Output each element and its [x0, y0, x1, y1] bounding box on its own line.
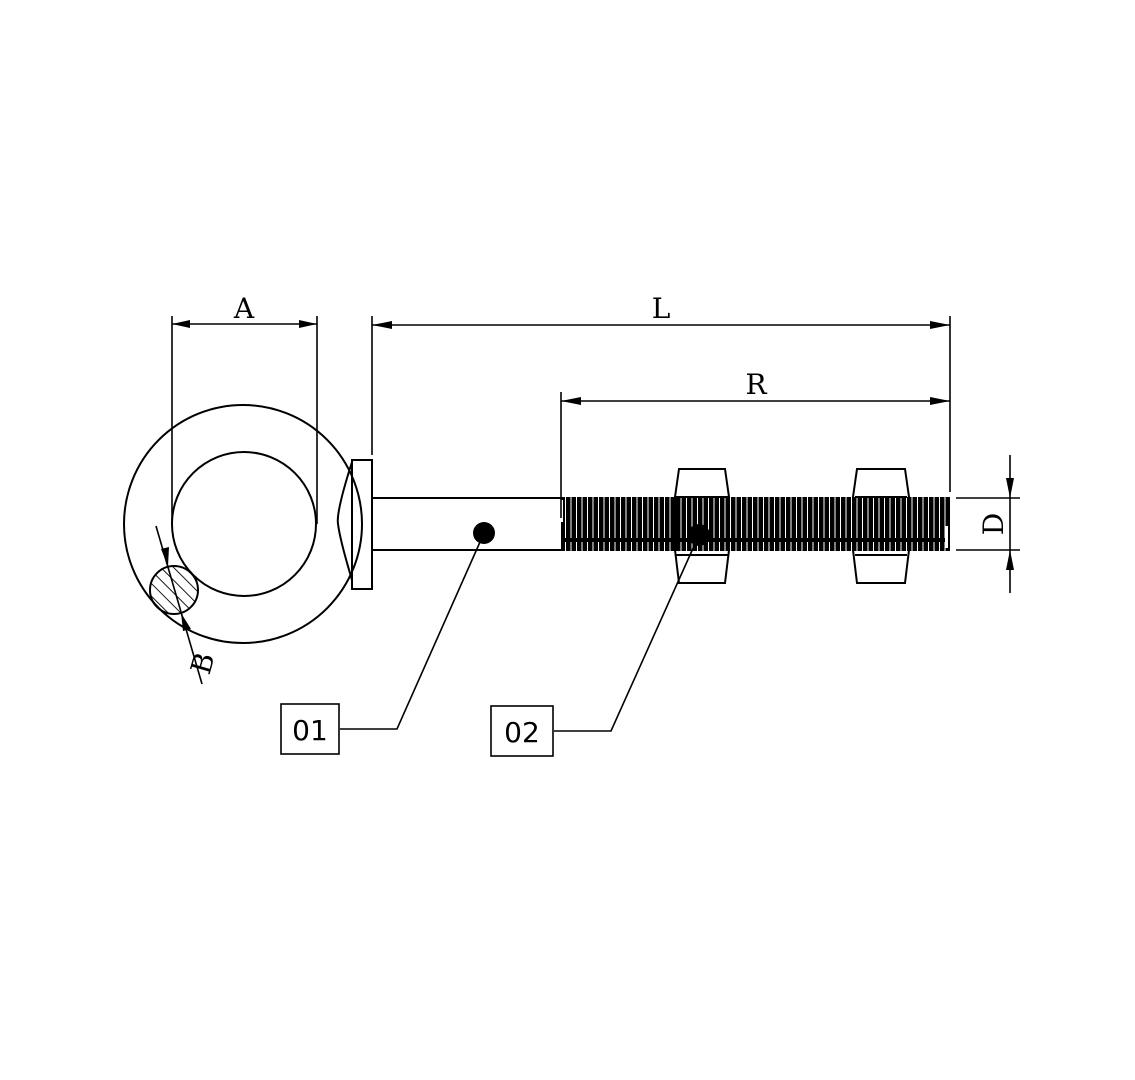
callout-box-02	[490, 705, 554, 757]
dimension-label-d: D	[977, 513, 1010, 535]
callout-label-01: 01	[292, 714, 328, 747]
threaded-section	[557, 497, 951, 551]
dimension-label-l: L	[652, 292, 671, 325]
thread	[561, 497, 951, 551]
callout-label-02: 02	[504, 716, 540, 749]
dimension-label-r: R	[745, 368, 767, 401]
shank	[372, 497, 562, 551]
dimension-l: L	[371, 292, 951, 492]
collar-flange	[351, 459, 373, 590]
collar	[336, 459, 373, 590]
hex-nut-1	[674, 468, 730, 584]
callout-02: 02	[490, 524, 710, 757]
hex-nut-2	[852, 468, 910, 584]
eye-outer-circle	[123, 404, 363, 644]
dimension-d: D	[956, 455, 1020, 593]
dimension-label-a: A	[233, 292, 255, 325]
callout-01: 01	[280, 522, 495, 755]
eye-inner-circle	[171, 451, 317, 597]
eye-ring	[123, 404, 363, 644]
dimension-a: A	[171, 292, 318, 524]
dimension-r: R	[560, 368, 950, 518]
dimension-b: B	[155, 525, 222, 685]
dimension-label-b: B	[184, 649, 221, 678]
neck-curve	[336, 461, 353, 581]
callout-box-01	[280, 703, 340, 755]
